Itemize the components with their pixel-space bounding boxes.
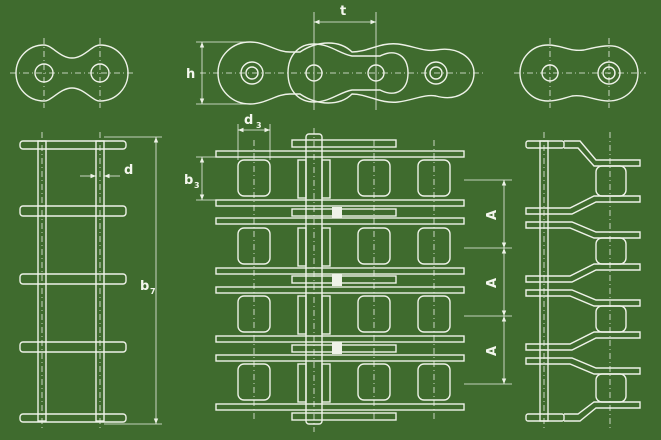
transverse-pitch-dimension: A A A (464, 179, 512, 385)
width-label: b (140, 279, 149, 294)
inner-link-plate-view (10, 38, 134, 108)
transverse-pitch-label-3: A (485, 346, 500, 356)
pitch-dimension: t (314, 4, 376, 25)
pin-diameter-label: d (124, 163, 133, 178)
inner-width-subscript: 3 (194, 181, 200, 190)
pin-view (19, 132, 162, 428)
inner-width-label: b (184, 173, 193, 188)
pin-diameter-dimension: d (80, 163, 133, 179)
chain-side-view (200, 12, 485, 110)
overall-width-dimension: b 7 (140, 279, 156, 296)
transverse-pitch-label-2: A (485, 278, 500, 288)
offset-link-plan-view (525, 132, 641, 428)
roller-diameter-dimension: d 3 (237, 113, 271, 160)
transverse-pitch-label-1: A (485, 210, 500, 220)
height-dimension: h (186, 41, 250, 105)
pitch-label: t (340, 4, 346, 19)
chain-plan-view (215, 128, 465, 432)
offset-link-plate-view (514, 38, 646, 108)
roller-diameter-subscript: 3 (256, 121, 262, 130)
inner-width-dimension: b 3 (184, 156, 238, 201)
height-label: h (186, 67, 195, 82)
width-label-subscript: 7 (150, 287, 156, 296)
roller-diameter-label: d (244, 113, 253, 128)
